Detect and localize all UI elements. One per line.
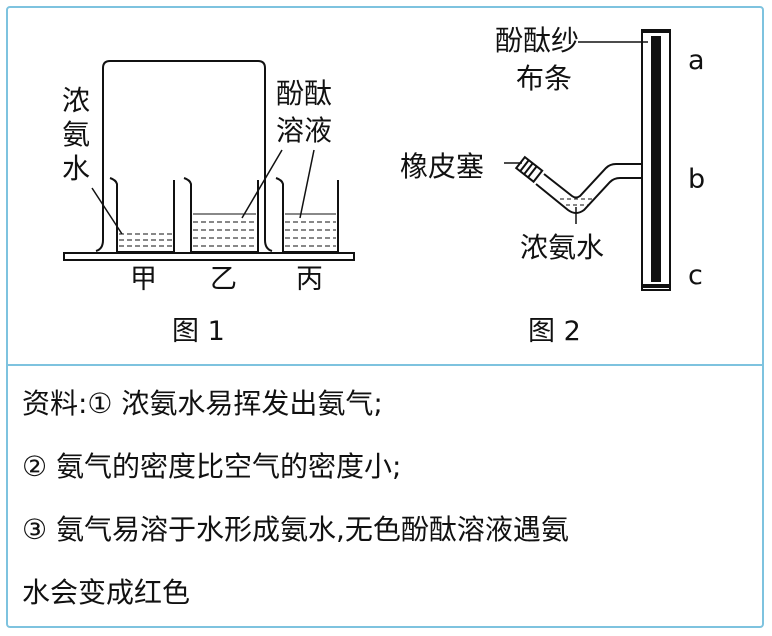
- note-line-1: 资料:① 浓氨水易挥发出氨气;: [22, 387, 383, 420]
- beaker-yi: [183, 177, 259, 253]
- fig2-stopper-label: 橡皮塞: [400, 150, 484, 183]
- v-tube-outer: [535, 177, 642, 214]
- reference-notes: 资料:① 浓氨水易挥发出氨气; ② 氨气的密度比空气的密度小; ③ 氨气易溶于水…: [22, 372, 752, 624]
- beaker-bing: [275, 177, 339, 253]
- ammonia-leader: [91, 187, 123, 235]
- beaker-label-jia: 甲: [130, 264, 157, 295]
- beaker-jia: [109, 177, 175, 253]
- table: [63, 252, 355, 261]
- note-line-3: ③ 氨气易溶于水形成氨水,无色酚酞溶液遇氨: [22, 513, 569, 546]
- note-line-4: 水会变成红色: [22, 576, 191, 609]
- fig2-gauze-label-2: 布条: [516, 62, 572, 95]
- phenolphthalein-gauze-strip: [651, 36, 661, 282]
- rubber-stopper: [514, 155, 544, 184]
- figure-frame: [6, 6, 764, 628]
- fig1-phenol-label-2: 溶液: [276, 114, 332, 147]
- phenol-leader-bing: [299, 149, 315, 219]
- fig2-caption: 图 2: [528, 316, 581, 347]
- v-tube-inner: [543, 163, 642, 199]
- fig1-ammonia-label-1: 浓: [62, 84, 90, 117]
- point-a-label: a: [688, 45, 705, 76]
- section-divider: [6, 364, 764, 366]
- beaker-label-bing: 丙: [296, 264, 323, 295]
- fig2-gauze-label-1: 酚酞纱: [495, 24, 579, 57]
- fig1-ammonia-label-3: 水: [62, 152, 90, 185]
- fig1-phenol-label-1: 酚酞: [276, 77, 332, 110]
- phenol-leader-yi: [241, 149, 283, 219]
- note-line-2: ② 氨气的密度比空气的密度小;: [22, 450, 402, 483]
- beaker-label-yi: 乙: [210, 264, 237, 295]
- point-b-label: b: [688, 164, 705, 195]
- fig1-ammonia-label-2: 氨: [62, 118, 90, 151]
- large-jar: [95, 60, 273, 252]
- point-c-label: c: [688, 260, 703, 291]
- fig2-ammonia-label: 浓氨水: [520, 231, 604, 264]
- fig1-caption: 图 1: [172, 316, 225, 347]
